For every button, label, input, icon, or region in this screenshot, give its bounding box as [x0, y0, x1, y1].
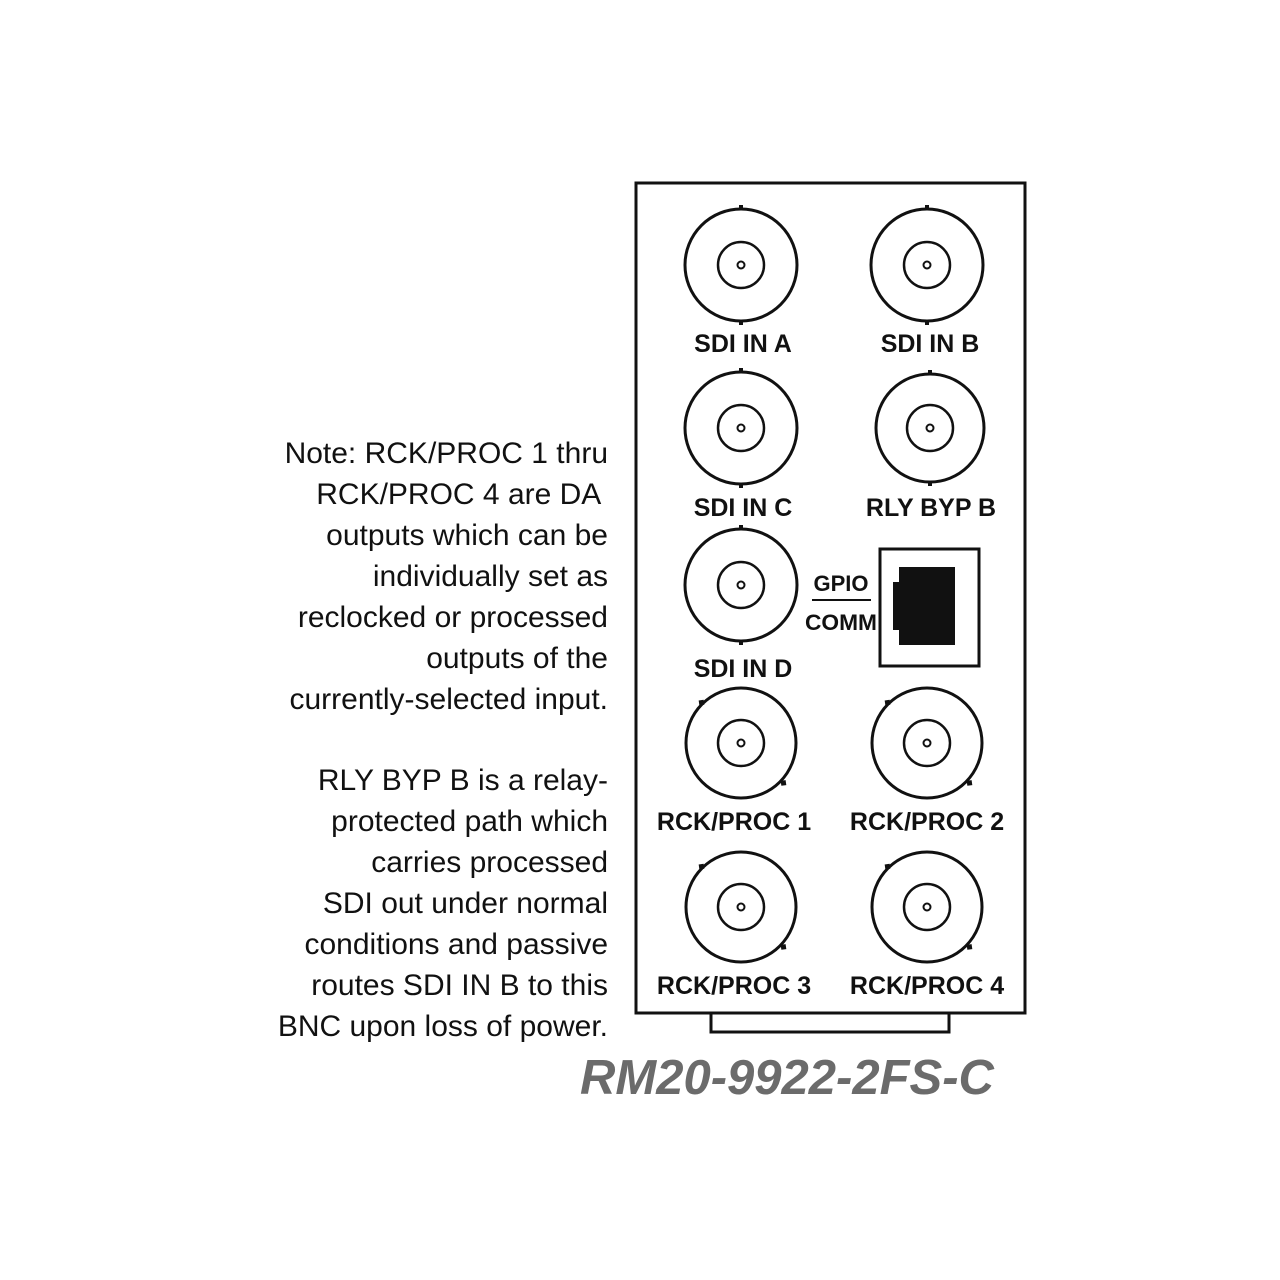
note-line: conditions and passive — [304, 928, 608, 961]
label-sdi-in-d: SDI IN D — [694, 655, 793, 683]
note-rly-byp: RLY BYP B is a relay-protected path whic… — [278, 719, 608, 1047]
note-line: routes SDI IN B to this — [311, 969, 608, 1002]
note-line: Note: RCK/PROC 1 thru — [284, 437, 608, 470]
bnc-sdi-in-d — [683, 525, 799, 645]
bnc-rly-byp-b — [874, 370, 986, 486]
bnc-sdi-in-b — [869, 205, 985, 325]
note-line: RLY BYP B is a relay- — [317, 764, 608, 797]
label-gpio: GPIO — [813, 571, 868, 596]
rj45-jack-icon — [893, 567, 955, 645]
label-rck-proc-4: RCK/PROC 4 — [850, 972, 1004, 1000]
model-number: RM20-9922-2FS-C — [580, 1051, 994, 1105]
gpio-comm-port — [812, 547, 981, 668]
bnc-sdi-in-c — [683, 368, 799, 488]
note-line: outputs which can be — [326, 519, 608, 552]
label-sdi-in-c: SDI IN C — [694, 494, 793, 522]
label-sdi-in-b: SDI IN B — [881, 330, 980, 358]
panel-bottom-tab — [709, 1013, 951, 1034]
note-line: currently-selected input. — [289, 683, 609, 716]
note-line: reclocked or processed — [297, 601, 608, 634]
bnc-rck-proc-4 — [870, 850, 984, 964]
note-line: SDI out under normal — [322, 887, 608, 920]
note-line: outputs of the — [426, 642, 608, 675]
note-line: protected path which — [331, 805, 608, 838]
label-sdi-in-a: SDI IN A — [694, 330, 792, 358]
bnc-rck-proc-3 — [684, 850, 798, 964]
bnc-sdi-in-a — [683, 205, 799, 325]
label-rck-proc-2: RCK/PROC 2 — [850, 808, 1004, 836]
bnc-rck-proc-2 — [870, 686, 984, 800]
label-rck-proc-1: RCK/PROC 1 — [657, 808, 811, 836]
label-rck-proc-3: RCK/PROC 3 — [657, 972, 811, 1000]
label-comm: COMM — [805, 610, 877, 635]
label-rly-byp-b: RLY BYP B — [866, 494, 996, 522]
note-line: RCK/PROC 4 are DA — [316, 478, 608, 511]
note-line: BNC upon loss of power. — [277, 1010, 608, 1043]
note-line: individually set as — [372, 560, 608, 593]
note-line: carries processed — [371, 846, 608, 879]
bnc-rck-proc-1 — [684, 686, 798, 800]
